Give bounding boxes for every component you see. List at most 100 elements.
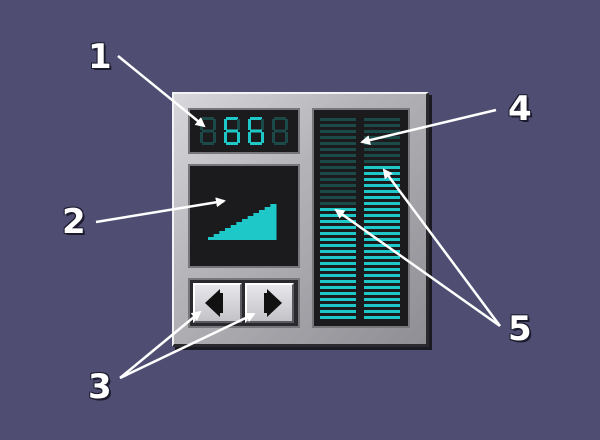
callout-3: 3 [88, 367, 112, 407]
right-channel-segment [364, 310, 400, 313]
segment-g [274, 129, 286, 133]
segment-a [250, 117, 262, 120]
segment-d [202, 142, 214, 145]
segment-b [261, 119, 264, 130]
segment-b [285, 119, 288, 130]
segment-a [274, 117, 286, 120]
ramp-step [225, 228, 232, 240]
right-channel-segment [364, 172, 400, 175]
right-channel-segment [364, 244, 400, 247]
left-channel-segment [320, 256, 356, 259]
callout-5: 5 [508, 309, 532, 349]
triangle-left-icon [205, 289, 223, 317]
segment-e [200, 132, 203, 143]
segment-c [285, 132, 288, 143]
right-channel-segment [364, 190, 400, 193]
left-channel-segment [320, 154, 356, 157]
left-channel-segment [320, 220, 356, 223]
left-channel-segment [320, 214, 356, 217]
ramp-step [270, 204, 277, 240]
left-channel-segment [320, 142, 356, 145]
right-channel-segment [364, 166, 400, 169]
segment-g [250, 129, 262, 133]
ramp-step [242, 219, 249, 240]
ramp-step [264, 207, 271, 240]
right-channel-segment [364, 220, 400, 223]
ramp-step [208, 237, 215, 240]
segment-d [226, 142, 238, 145]
right-channel-segment [364, 298, 400, 301]
right-channel-segment [364, 268, 400, 271]
segment-f [200, 119, 203, 130]
left-arrow-button[interactable] [193, 283, 242, 323]
segment-e [272, 132, 275, 143]
left-channel-segment [320, 190, 356, 193]
left-channel-segment [320, 160, 356, 163]
seven-segment-digit [224, 117, 240, 145]
right-channel-segment [364, 286, 400, 289]
left-channel-segment [320, 172, 356, 175]
left-channel-segment [320, 250, 356, 253]
left-channel-segment [320, 316, 356, 319]
right-channel-segment [364, 130, 400, 133]
left-channel-segment [320, 274, 356, 277]
left-channel-segment [320, 226, 356, 229]
right-channel-segment [364, 238, 400, 241]
segment-a [202, 117, 214, 120]
left-channel-segment [320, 280, 356, 283]
right-channel-segment [364, 142, 400, 145]
right-channel-segment [364, 316, 400, 319]
volume-ramp-icon [208, 204, 277, 240]
left-channel-segment [320, 298, 356, 301]
right-channel-segment [364, 262, 400, 265]
left-channel-segment [320, 184, 356, 187]
left-channel-segment [320, 268, 356, 271]
segment-d [274, 142, 286, 145]
right-channel-segment [364, 154, 400, 157]
segment-e [224, 132, 227, 143]
left-channel-segment [320, 118, 356, 121]
ramp-step [253, 213, 260, 240]
segment-e [248, 132, 251, 143]
volume-level-panel[interactable] [188, 164, 300, 268]
arrow-button-row [188, 278, 300, 328]
level-meter-bars [320, 118, 400, 319]
left-channel-segment [320, 148, 356, 151]
segment-f [248, 119, 251, 130]
left-channel-segment [320, 130, 356, 133]
callout-4: 4 [508, 89, 532, 129]
left-channel-segment [320, 202, 356, 205]
left-channel-segment [320, 262, 356, 265]
right-channel-segment [364, 124, 400, 127]
right-channel-segment [364, 136, 400, 139]
segment-g [202, 129, 214, 133]
left-channel-segment [320, 292, 356, 295]
left-channel-segment [320, 304, 356, 307]
segment-b [237, 119, 240, 130]
right-channel-segment [364, 202, 400, 205]
segment-a [226, 117, 238, 120]
segment-c [261, 132, 264, 143]
left-channel-segment [320, 208, 356, 211]
right-channel-segment [364, 274, 400, 277]
ramp-step [219, 231, 226, 240]
segment-c [237, 132, 240, 143]
right-channel-segment [364, 184, 400, 187]
seven-segment-display [188, 108, 300, 154]
right-channel-segment [364, 160, 400, 163]
right-arrow-button[interactable] [245, 283, 294, 323]
ramp-step [247, 216, 254, 240]
left-channel-segment [320, 244, 356, 247]
segment-g [226, 129, 238, 133]
left-channel-segment [320, 310, 356, 313]
right-channel-segment [364, 232, 400, 235]
right-channel-segment [364, 208, 400, 211]
right-channel-segment [364, 148, 400, 151]
segment-f [224, 119, 227, 130]
seven-segment-digit [272, 117, 288, 145]
right-channel-segment [364, 250, 400, 253]
left-channel-segment [320, 124, 356, 127]
callout-2: 2 [62, 202, 86, 242]
right-channel-segment [364, 196, 400, 199]
seven-segment-digit [200, 117, 216, 145]
